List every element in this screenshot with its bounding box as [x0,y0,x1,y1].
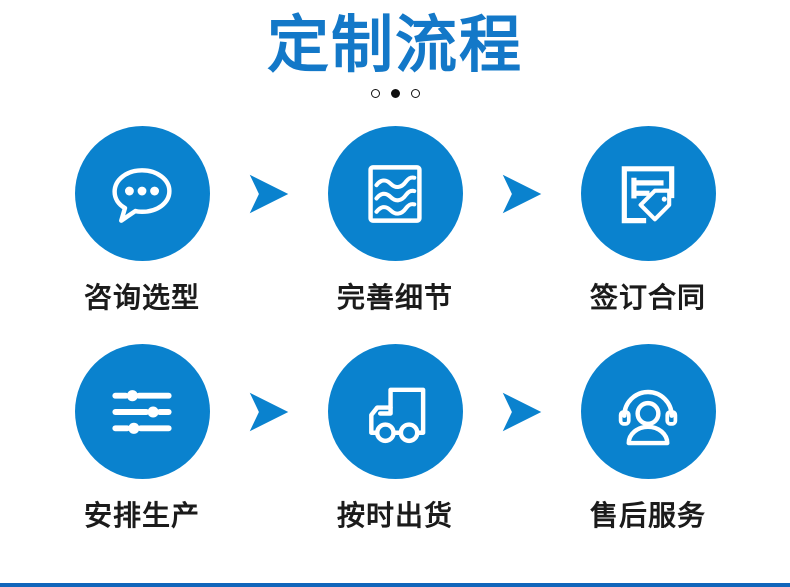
sliders-icon [112,389,172,434]
flow-step-badge [327,126,463,261]
flow-step-label: 按时出货 [336,499,453,532]
flow-step-badge [580,126,716,261]
flow-step-badge [74,344,210,479]
flow-arrow [230,344,308,479]
arrow-right-icon [502,392,541,431]
chat-bubble-icon [112,167,172,223]
flow-step-badge [327,344,463,479]
arrow-right-icon [249,392,288,431]
flow-arrow [230,126,308,261]
flow-step-shipping[interactable]: 按时出货 [308,344,483,533]
pagination-dot-1[interactable] [370,89,380,98]
flow-arrow [483,344,561,479]
flow-step-support[interactable]: 售后服务 [561,344,736,533]
contract-tag-icon [621,165,675,223]
flow-step-label: 咨询选型 [83,281,200,314]
flow-step-contract[interactable]: 签订合同 [561,126,736,315]
arrow-right-icon [502,174,541,213]
flow-step-badge [580,344,716,479]
headset-support-icon [618,389,678,445]
flow-step-details[interactable]: 完善细节 [308,126,483,315]
flow-step-label: 售后服务 [589,499,706,532]
pagination-dot-3[interactable] [410,89,420,98]
pagination-dots [370,89,420,98]
arrow-right-icon [249,174,288,213]
flow-step-production[interactable]: 安排生产 [55,344,230,533]
page-title: 定制流程 [266,8,523,81]
delivery-truck-icon [369,387,426,443]
flow-step-label: 安排生产 [83,499,200,532]
header: 定制流程 [0,0,790,120]
flow-arrow [483,126,561,261]
waves-document-icon [368,164,422,223]
flow-step-badge [74,126,210,261]
flow-step-label: 签订合同 [589,281,706,314]
bottom-accent-bar [0,583,790,587]
flow-row-1: 咨询选型 完善细节 [0,126,790,346]
pagination-dot-2[interactable] [390,89,400,98]
flow-step-consultation[interactable]: 咨询选型 [55,126,230,315]
flow-row-2: 安排生产 按时出货 [0,344,790,564]
flow-step-label: 完善细节 [336,281,453,314]
